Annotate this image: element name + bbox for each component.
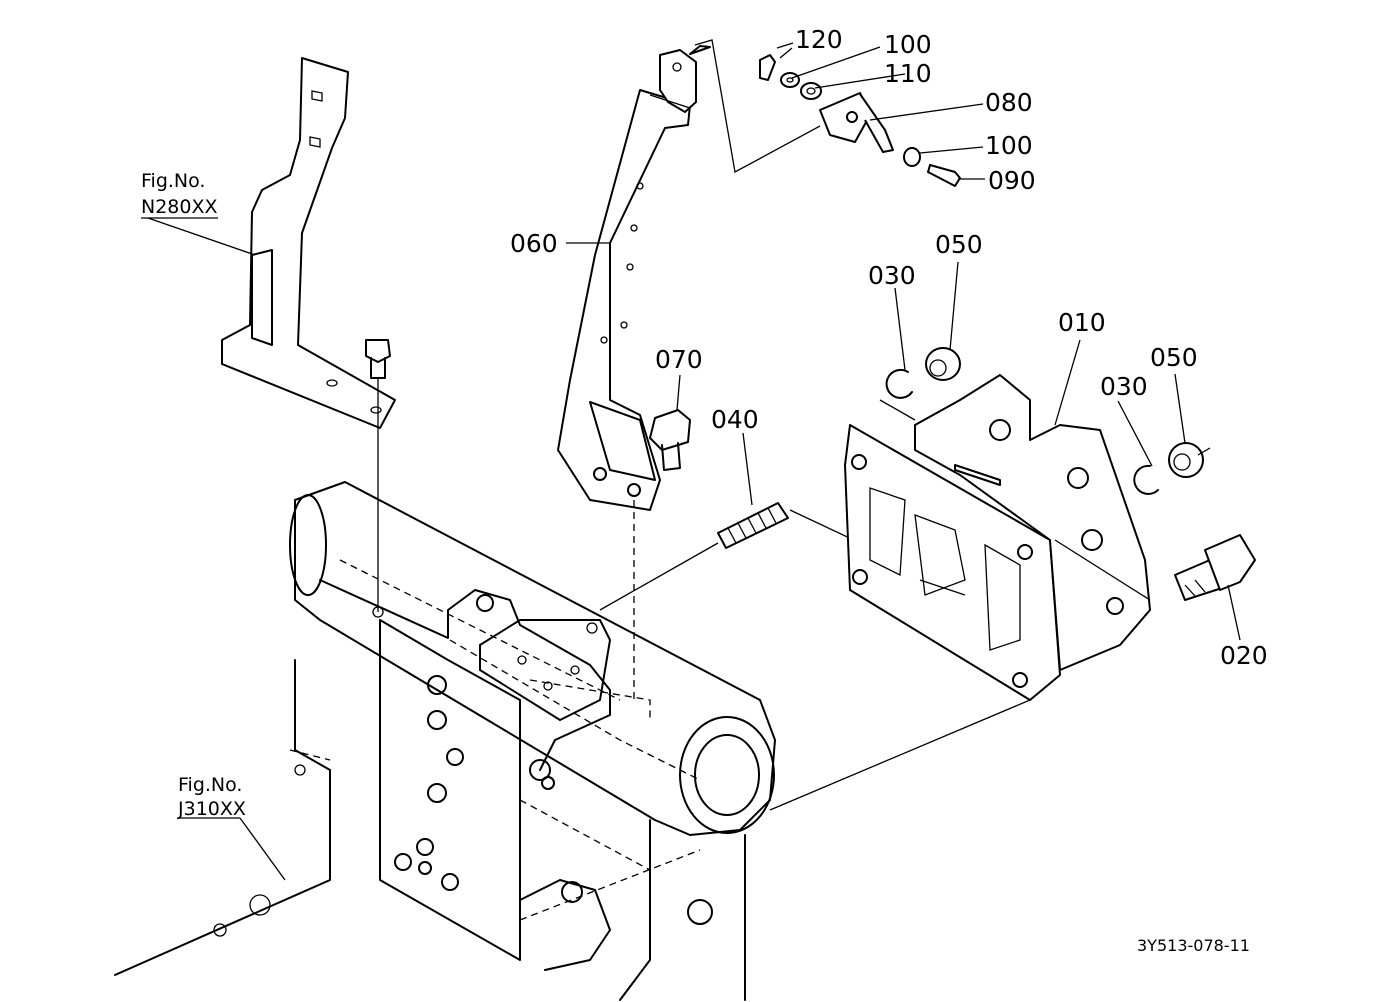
bolt-020 — [1174, 534, 1256, 601]
washer-030-lower — [1133, 464, 1159, 495]
label-050-lower: 050 — [1150, 343, 1198, 372]
ref-top-fig: Fig.No. — [141, 170, 205, 192]
leader-line — [239, 817, 286, 881]
label-120: 120 — [795, 25, 843, 54]
label-080: 080 — [985, 88, 1033, 117]
label-030-upper: 030 — [868, 261, 916, 290]
label-010: 010 — [1058, 308, 1106, 337]
washer-100-top — [780, 72, 800, 88]
nut-050-lower — [1168, 442, 1211, 478]
bracket-bolt — [365, 339, 391, 612]
pin-090 — [927, 164, 961, 187]
pin-120 — [759, 47, 793, 81]
label-110: 110 — [884, 59, 932, 88]
label-060: 060 — [510, 229, 558, 258]
label-100-top: 100 — [884, 30, 932, 59]
washer-100-bottom — [903, 147, 921, 167]
arm-080 — [819, 92, 894, 153]
lever-060 — [557, 49, 697, 700]
assembly-guide-line — [879, 399, 916, 421]
cover-010 — [769, 374, 1151, 811]
label-100-bottom: 100 — [985, 131, 1033, 160]
main-housing — [114, 481, 776, 1001]
bracket-reference-part — [221, 57, 396, 429]
label-070: 070 — [655, 345, 703, 374]
leader-line — [147, 217, 256, 256]
label-020: 020 — [1220, 641, 1268, 670]
assembly-guide-line — [694, 39, 821, 174]
bolt-070 — [649, 409, 691, 471]
arrow-marker — [689, 45, 711, 55]
drawing-code: 3Y513-078-11 — [1137, 936, 1250, 955]
label-040: 040 — [711, 405, 759, 434]
ref-bottom-fig: Fig.No. — [178, 774, 242, 796]
washer-110 — [800, 82, 822, 100]
stud-040 — [599, 502, 961, 611]
label-090: 090 — [988, 166, 1036, 195]
nut-050-upper — [925, 347, 961, 381]
label-030-lower: 030 — [1100, 372, 1148, 401]
ref-top-number: N280XX — [141, 196, 218, 218]
label-050-upper: 050 — [935, 230, 983, 259]
ref-bottom-number: J310XX — [177, 798, 246, 820]
washer-030-upper — [885, 368, 913, 399]
leader-lines — [566, 42, 1241, 641]
